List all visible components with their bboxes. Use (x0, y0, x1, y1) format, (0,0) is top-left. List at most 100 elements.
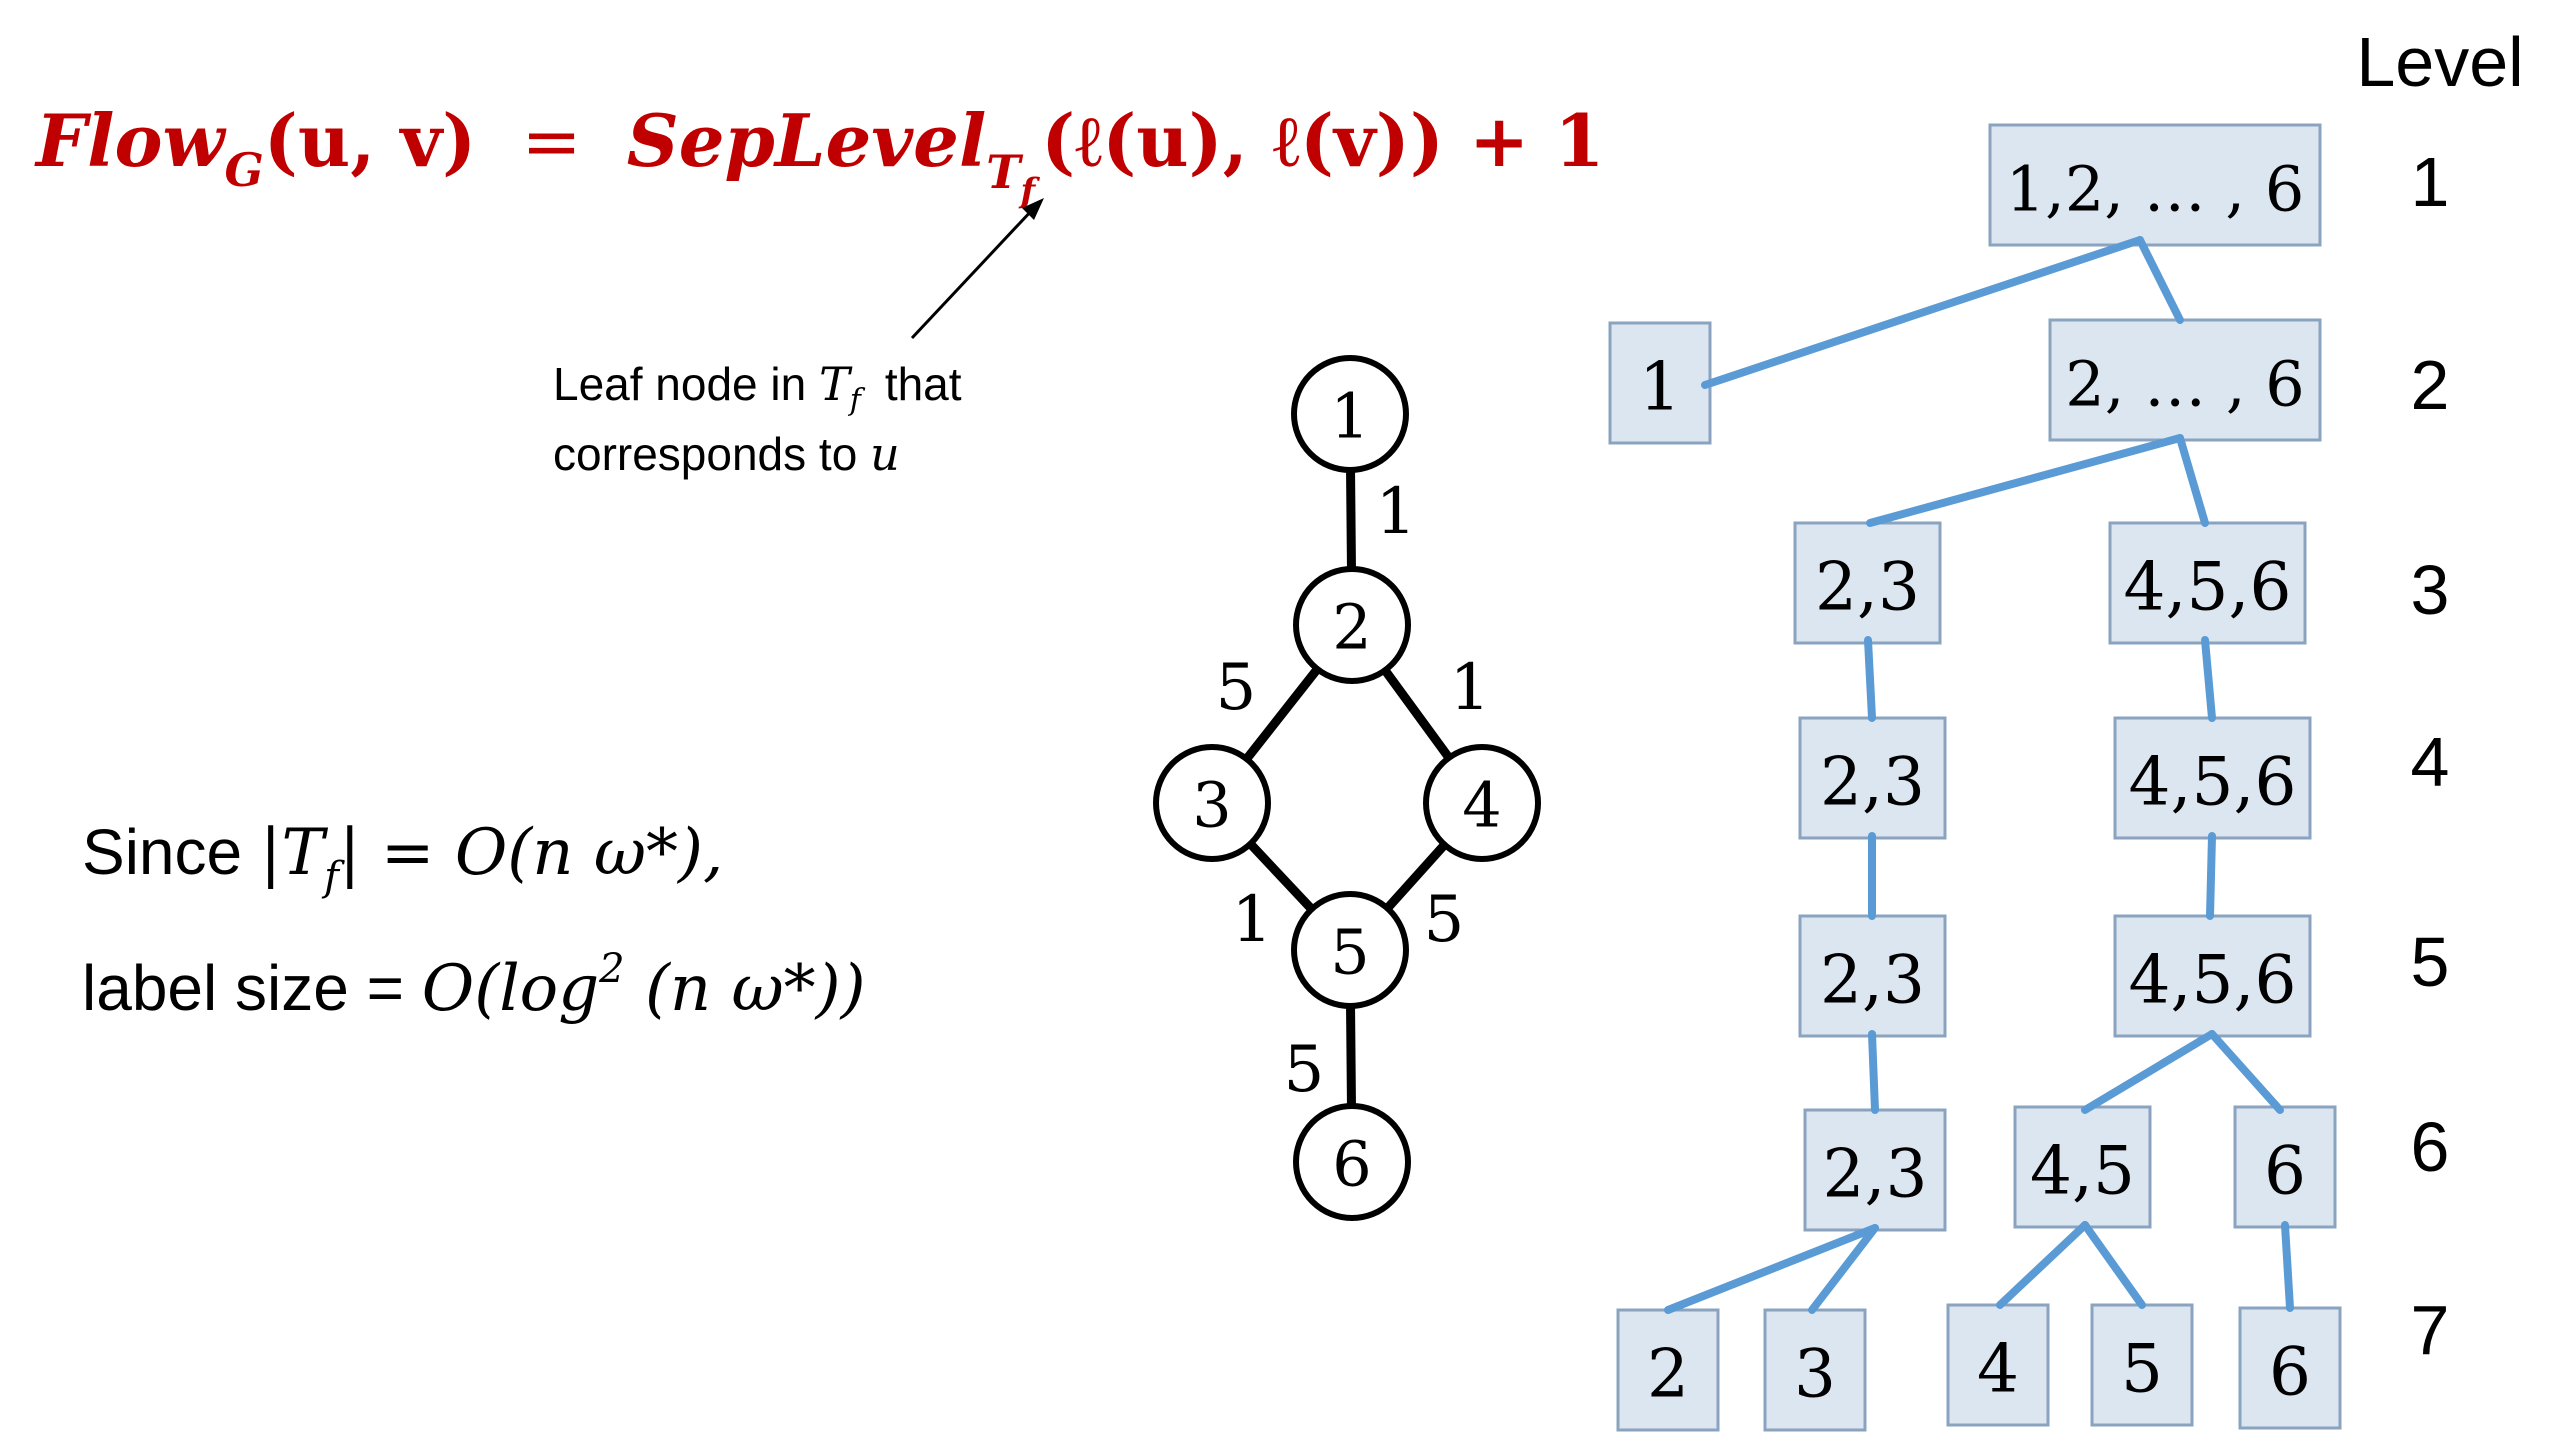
tree-edge-f45-g5 (2081, 1221, 2146, 1309)
formula-equals: = (521, 99, 581, 183)
tree-node-label-d23: 2,3 (1820, 744, 1925, 821)
formula-args: (u, v) (264, 98, 476, 183)
since-statement: Since |Tf| = O(n ω*), label size = O(log… (82, 816, 866, 1026)
separator-tree: 1,2, … , 6 1 2, … , 6 2,3 4,5,6 2,3 4,5,6 2,3 4,… (1608, 123, 2342, 1432)
tree-edge-f45-g4 (1996, 1221, 2089, 1309)
tree-node-label-f23: 2,3 (1823, 1136, 1928, 1213)
tree-node-label-a1: 1 (1639, 349, 1681, 426)
graph-node-2 (1293, 566, 1411, 684)
graph-edge-weight-5-6: 5 (1284, 1033, 1325, 1107)
graph-node-3 (1153, 744, 1271, 862)
since-line2-math: O(log (422, 952, 599, 1026)
annotation-line1-prefix: Leaf node in (553, 358, 819, 410)
level-number-3: 3 (2411, 551, 2450, 629)
tree-node-label-f45: 4,5 (2030, 1133, 2135, 1210)
tree-node-c23 (1793, 521, 1942, 645)
tree-node-label-r: 1,2, … , 6 (2006, 153, 2305, 226)
tree-node-label-f6: 6 (2264, 1133, 2306, 1210)
graph-edge-weight-2-4: 1 (1450, 651, 1491, 725)
tree-edge-b-c456 (2176, 434, 2209, 527)
tree-edge-c456-d456 (2201, 636, 2216, 722)
formula-rhs: (ℓ(u), ℓ(v)) + 1 (1041, 98, 1604, 183)
since-line1-rest: | = O(n ω*), (339, 816, 723, 890)
graph-node-label-1: 1 (1330, 380, 1369, 453)
graph-node-label-2: 2 (1332, 591, 1371, 664)
flow-formula: FlowG(u, v) = SepLevelTf(ℓ(u), ℓ(v)) + 1 (34, 98, 1604, 211)
graph-node-5 (1291, 891, 1409, 1009)
annotation-line2-prefix: corresponds to (553, 428, 870, 480)
graph-edge-weight-4-5: 5 (1424, 883, 1465, 957)
tree-node-g4 (1946, 1303, 2050, 1427)
svg-text:Since |Tf| = O(n ω*),: Since |Tf| = O(n ω*), (82, 816, 723, 900)
tree-edge-e456-f45 (2081, 1030, 2216, 1114)
tree-edge-e456-f6 (2208, 1030, 2284, 1114)
tree-node-b (2048, 318, 2322, 442)
formula-flow: Flow (34, 98, 227, 183)
graph-node-label-4: 4 (1462, 769, 1501, 842)
level-number-5: 5 (2411, 923, 2450, 1001)
tree-edge-r-a1 (1701, 236, 2144, 389)
annotation-arrow (910, 198, 1044, 340)
annotation-line1-suffix: that (885, 358, 962, 410)
tree-node-label-g4: 4 (1977, 1331, 2019, 1408)
graph-node-label-5: 5 (1330, 916, 1369, 989)
annotation-line1-math-t: T (819, 357, 853, 411)
tree-edge-d456-e456 (2206, 832, 2216, 920)
since-line1-math: |T (260, 816, 329, 890)
level-header: Level (2356, 23, 2523, 101)
tree-edge-r-b (2136, 236, 2184, 324)
tree-node-label-b: 2, … , 6 (2065, 348, 2304, 421)
level-number-6: 6 (2411, 1108, 2450, 1186)
tree-edge-e23-f23 (1868, 1030, 1879, 1114)
since-line2-rest: (n ω*)) (625, 952, 866, 1026)
tree-node-e23 (1798, 914, 1947, 1038)
tree-node-a1 (1608, 321, 1712, 445)
tree-node-r (1988, 123, 2322, 247)
tree-node-label-e456: 4,5,6 (2129, 942, 2297, 1019)
svg-text:corresponds to u: corresponds to u (553, 427, 900, 481)
graph-edge-weight-3-5: 1 (1232, 883, 1273, 957)
graph-node-label-6: 6 (1332, 1128, 1371, 1201)
tree-node-g2 (1616, 1308, 1720, 1432)
tree-edge-b-c23 (1866, 434, 2184, 527)
tree-node-label-g6: 6 (2269, 1334, 2311, 1411)
tree-node-d23 (1798, 716, 1947, 840)
annotation-line1-math-f: f (848, 383, 866, 418)
tree-node-label-g3: 3 (1794, 1336, 1836, 1413)
level-number-2: 2 (2411, 346, 2450, 424)
tree-node-f6 (2233, 1105, 2337, 1229)
level-column: 1 2 3 4 5 6 7 (2411, 143, 2450, 1369)
tree-node-label-e23: 2,3 (1820, 942, 1925, 1019)
annotation-line2-math: u (870, 427, 900, 481)
formula-seplevel: SepLevel (627, 98, 987, 183)
graph-node-label-3: 3 (1192, 769, 1231, 842)
graph-node-4 (1423, 744, 1541, 862)
tree-node-d456 (2113, 716, 2312, 840)
graph-edge-weight-2-3: 5 (1216, 651, 1257, 725)
tree-edge-f23-g2 (1664, 1224, 1879, 1314)
tree-node-g6 (2238, 1306, 2342, 1430)
svg-text:label size = O(log2 (n ω*)): label size = O(log2 (n ω*)) (82, 946, 866, 1026)
svg-text:FlowG(u, v) = SepL: FlowG(u, v) = SepLevelTf(ℓ(u), ℓ(v)) + 1 (34, 98, 1604, 211)
tree-node-label-c456: 4,5,6 (2124, 549, 2292, 626)
level-number-4: 4 (2411, 723, 2450, 801)
tree-node-label-g5: 5 (2121, 1331, 2163, 1408)
tree-edge-f23-g3 (1808, 1224, 1879, 1314)
tree-node-label-c23: 2,3 (1815, 549, 1920, 626)
level-number-1: 1 (2411, 143, 2450, 221)
graph-node-1 (1291, 355, 1409, 473)
formula-seplevel-sub-f: f (1019, 171, 1041, 211)
tree-node-g3 (1763, 1308, 1867, 1432)
formula-flow-sub: G (224, 143, 263, 197)
since-line2-prefix: label size = (82, 952, 422, 1024)
tree-edge-f6-g6 (2281, 1221, 2294, 1312)
since-line1-prefix: Since (82, 816, 260, 888)
graph-edge-weight-1-2: 1 (1376, 475, 1417, 549)
graph-node-6 (1293, 1103, 1411, 1221)
since-line2-sup: 2 (598, 946, 624, 992)
level-number-7: 7 (2411, 1291, 2450, 1369)
